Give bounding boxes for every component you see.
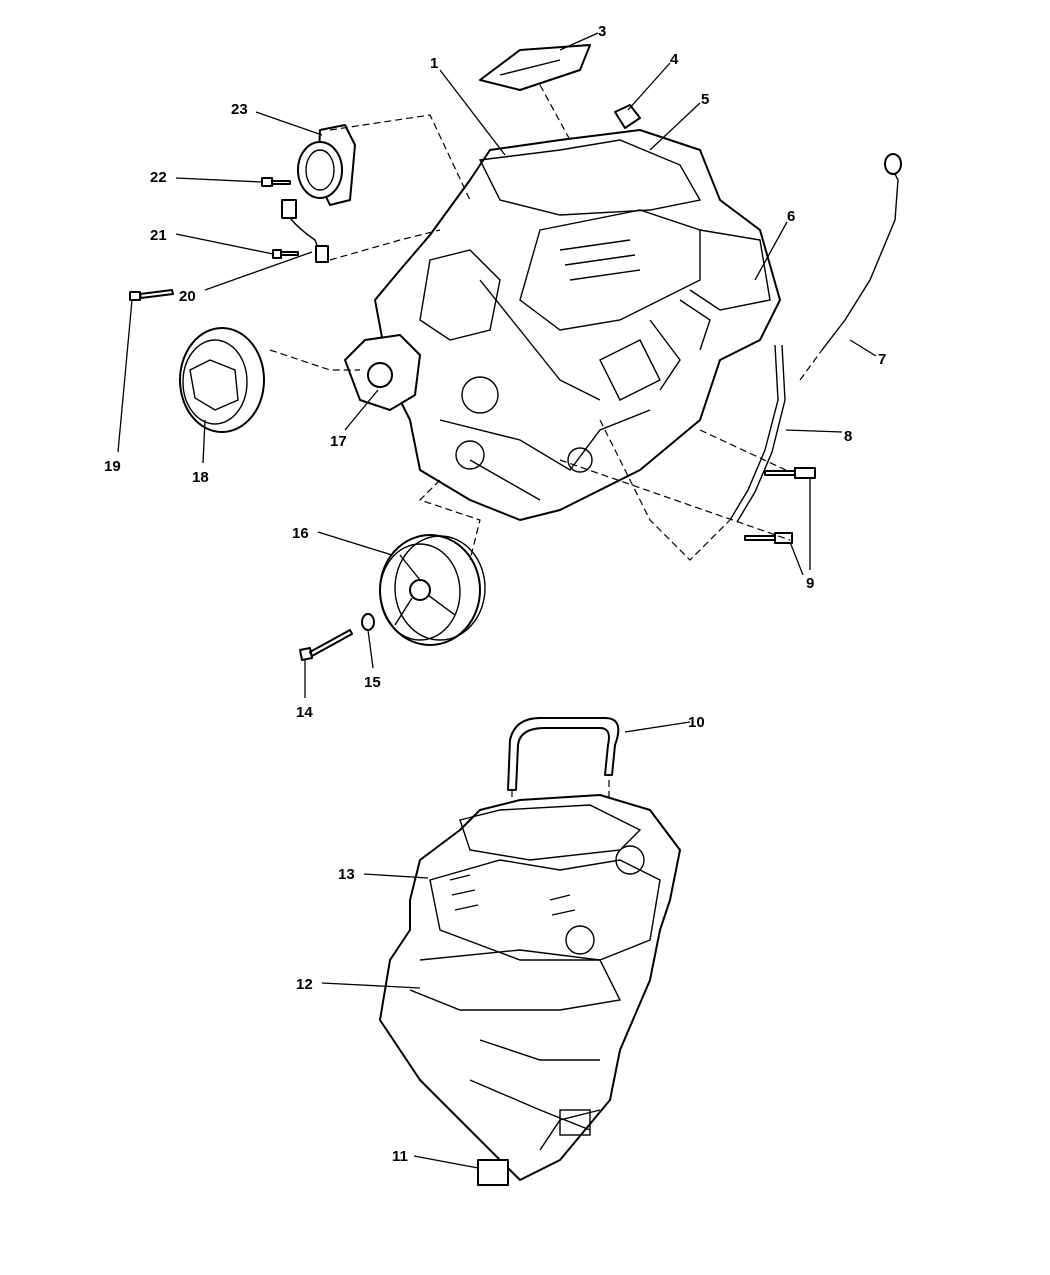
dipstick-tube [729, 344, 786, 523]
dashed-guide [539, 84, 571, 141]
callout-6: 6 [787, 208, 795, 225]
bolt-9a [764, 467, 816, 479]
callout-17: 17 [330, 433, 347, 450]
callout-23: 23 [231, 101, 248, 118]
callout-15: 15 [364, 674, 381, 691]
engine-cover [479, 44, 591, 91]
dashed-guide [329, 114, 471, 201]
callout-10: 10 [688, 714, 705, 731]
bolt-21 [272, 249, 299, 259]
callout-12: 12 [296, 976, 313, 993]
bolt-19 [129, 289, 174, 301]
callout-11: 11 [392, 1148, 408, 1165]
dashed-guide [599, 419, 731, 561]
dipstick [821, 169, 899, 351]
lower-engine-assembly [379, 794, 681, 1181]
callout-14: 14 [296, 704, 313, 721]
crankshaft-pulley [379, 534, 486, 646]
sensor-part [614, 104, 641, 129]
bolt-9b [744, 532, 793, 544]
dashed-guide [269, 349, 360, 371]
dashed-guide [329, 229, 441, 261]
callout-9: 9 [806, 575, 814, 592]
washer [361, 613, 375, 631]
crank-bolt [299, 629, 353, 661]
callout-3: 3 [598, 23, 606, 40]
callout-7: 7 [878, 351, 886, 368]
throttle-body [297, 124, 356, 206]
dashed-guide [559, 459, 791, 541]
pcv-hose [507, 717, 620, 791]
callout-21: 21 [150, 227, 167, 244]
callout-8: 8 [844, 428, 852, 445]
bolt-22 [261, 177, 291, 187]
dashed-guide [699, 429, 791, 473]
callout-labels: 1 3 4 5 6 7 8 9 10 11 12 13 14 15 16 17 … [104, 23, 886, 1165]
dashed-guide [799, 349, 823, 381]
callout-13: 13 [338, 866, 355, 883]
callout-20: 20 [179, 288, 196, 305]
callout-19: 19 [104, 458, 121, 475]
callout-18: 18 [192, 469, 209, 486]
leader-lines [117, 32, 877, 1169]
callout-22: 22 [150, 169, 167, 186]
dashed-guide [418, 479, 481, 561]
callout-4: 4 [670, 51, 679, 68]
callout-16: 16 [292, 525, 309, 542]
sensor-with-pigtail [281, 199, 329, 263]
water-pump-pulley [179, 327, 265, 433]
upper-engine-assembly [374, 129, 781, 521]
callout-1: 1 [430, 55, 438, 72]
engine-label [477, 1159, 509, 1186]
water-pump [344, 334, 421, 411]
callout-5: 5 [701, 91, 709, 108]
